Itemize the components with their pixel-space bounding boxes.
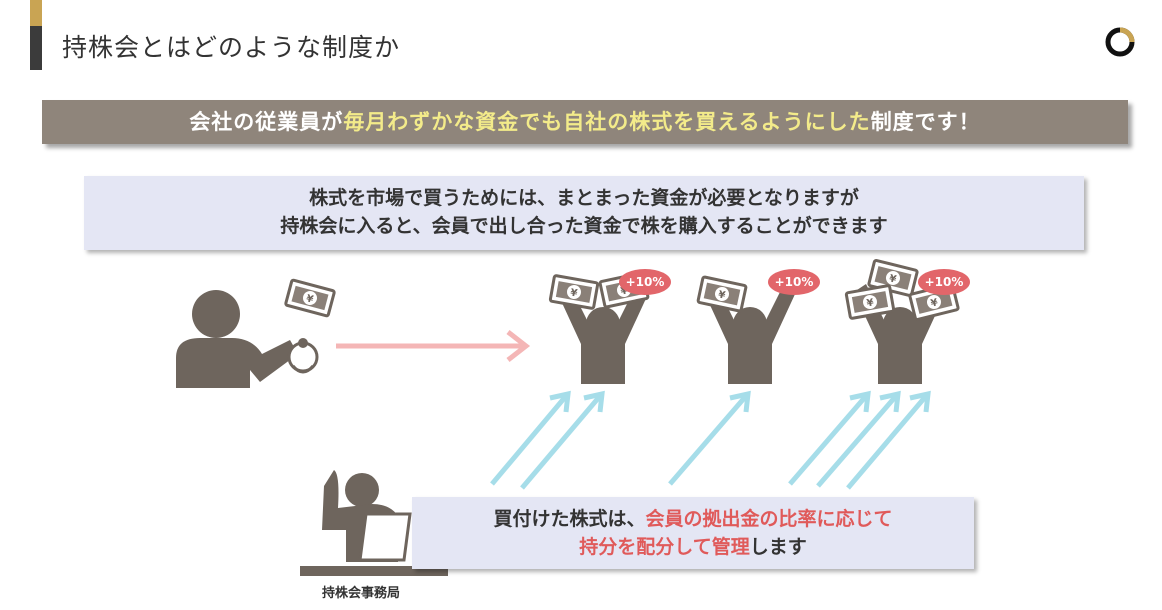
management-text-1: 買付けた株式は、 — [493, 508, 646, 530]
allocation-arrows — [490, 390, 931, 490]
management-line-1: 買付けた株式は、会員の拠出金の比率に応じて — [412, 505, 974, 533]
management-line-2: 持分を配分して管理します — [412, 533, 974, 561]
company-logo-icon — [1105, 27, 1135, 57]
employee-icon — [176, 290, 298, 388]
page-title: 持株会とはどのような制度か — [62, 33, 401, 62]
title-accent-gold — [30, 0, 42, 26]
money-bill-icon — [696, 275, 748, 313]
management-red-2: 持分を配分して管理 — [579, 536, 750, 558]
banner-text-2: 制度です！ — [870, 110, 981, 134]
gain-badge: +10% — [619, 269, 671, 295]
management-red-1: 会員の拠出金の比率に応じて — [645, 508, 893, 530]
info-line-1: 株式を市場で買うためには、まとまった資金が必要となりますが — [309, 187, 859, 209]
gain-badge: +10% — [768, 269, 820, 295]
coin-purse-icon — [287, 338, 319, 374]
gain-badge-text: +10% — [925, 275, 964, 289]
gain-badge: +10% — [918, 269, 970, 295]
office-worker-icon — [300, 470, 448, 576]
info-box: 株式を市場で買うためには、まとまった資金が必要となりますが 持株会に入ると、会員… — [84, 176, 1084, 250]
banner-highlight: 毎月わずかな資金でも自社の株式を買えるようにした — [343, 110, 871, 134]
title-accent-dark — [30, 26, 42, 70]
management-box: 買付けた株式は、会員の拠出金の比率に応じて 持分を配分して管理します — [412, 497, 974, 569]
money-bill-icon — [844, 283, 896, 321]
investment-arrow — [336, 330, 531, 362]
money-bill-icon — [548, 273, 600, 311]
banner-text-1: 会社の従業員が — [189, 110, 344, 134]
office-label: 持株会事務局 — [322, 586, 401, 601]
headline-banner: 会社の従業員が毎月わずかな資金でも自社の株式を買えるようにした制度です！ — [42, 100, 1128, 144]
management-text-2: します — [749, 536, 807, 558]
gain-badge-text: +10% — [775, 275, 814, 289]
gain-badge-text: +10% — [626, 275, 665, 289]
money-bill-icon — [283, 278, 337, 318]
info-line-2: 持株会に入ると、会員で出し合った資金で株を購入することができます — [280, 215, 888, 237]
